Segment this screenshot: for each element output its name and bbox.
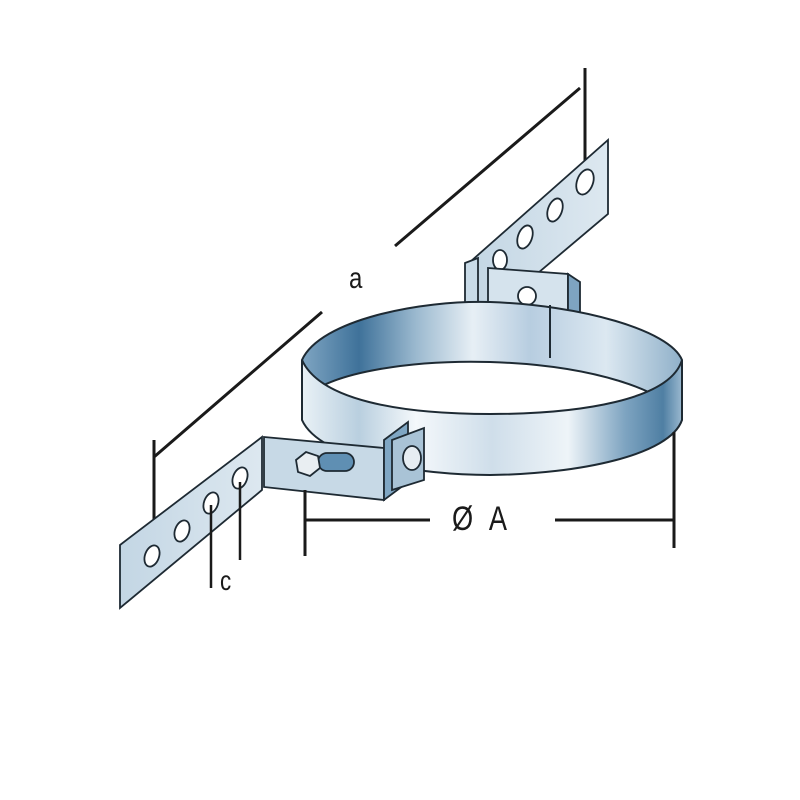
dimension-a-label: a — [349, 262, 363, 295]
front-bracket — [263, 420, 425, 502]
dimension-c-lines — [209, 482, 242, 588]
front-strap — [119, 435, 263, 610]
dimension-diameter-label: Ø A — [452, 500, 512, 538]
dimension-diameter-line — [303, 432, 676, 556]
dimension-c-label: c — [220, 565, 232, 596]
